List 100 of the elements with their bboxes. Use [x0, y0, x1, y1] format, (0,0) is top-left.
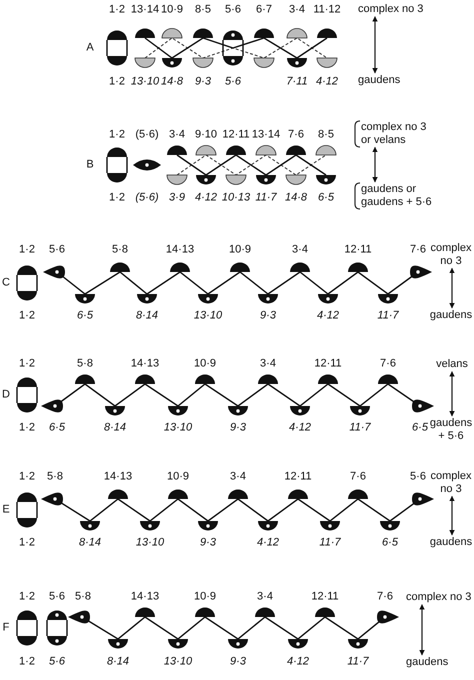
- chromosome-label: 4·12: [286, 656, 310, 668]
- chromosome-label: 7·6: [380, 358, 396, 370]
- complex-name: complex no 3: [428, 242, 474, 268]
- row-letter: E: [2, 504, 10, 516]
- chromosome-label: 5·8: [77, 358, 93, 370]
- chromosome-label: 11·7: [347, 656, 369, 668]
- chromosome-label: 5·6: [49, 656, 65, 668]
- chromosome-label: 11·7: [377, 310, 399, 322]
- row-letter: D: [2, 390, 10, 400]
- chromosome-label: 11·12: [313, 4, 341, 16]
- chromosome-label: 12·11: [311, 592, 339, 602]
- complex-name: gaudens: [358, 74, 418, 87]
- chromosome-label: 3·4: [257, 592, 273, 602]
- chromosome-label: 10·9: [166, 472, 190, 482]
- chromosome-label: 9·3: [195, 76, 211, 88]
- chromosome-label: 7·6: [288, 130, 304, 140]
- chromosome-label: 14·13: [104, 472, 132, 482]
- chromosome-label: 14·13: [130, 592, 160, 602]
- complex-name: gaudens or gaudens + 5·6: [361, 183, 436, 208]
- chromosome-label: 6·5: [412, 422, 428, 434]
- chromosome-label: 13·14: [130, 4, 160, 16]
- complex-name: gaudens: [428, 536, 474, 549]
- row-letter: A: [86, 42, 94, 54]
- chromosome-label: 8·5: [318, 130, 334, 140]
- chromosome-label: 1·2: [19, 472, 35, 482]
- chromosome-label: 5·8: [112, 244, 128, 256]
- chromosome-label: 5·6: [410, 472, 426, 482]
- row-letter: B: [86, 160, 94, 170]
- row-letter: C: [2, 278, 10, 288]
- chromosome-label: 13·10: [164, 656, 192, 668]
- chromosome-label: 7·6: [377, 592, 393, 602]
- chromosome-label: 12·11: [314, 358, 342, 370]
- chromosome-label: 10·13: [222, 192, 250, 204]
- chromosome-label: 4·12: [194, 192, 218, 204]
- complex-name: velans: [430, 358, 474, 371]
- chromosome-label: 5·6: [49, 592, 65, 602]
- chromosome-label: 9·3: [260, 310, 276, 322]
- chromosome-label: 14·8: [284, 192, 308, 204]
- chromosome-label: 4·12: [256, 538, 280, 548]
- double-arrow: [419, 604, 425, 656]
- chromosome-label: 10·9: [228, 244, 252, 256]
- chromosome-label: 9·3: [200, 538, 216, 548]
- chromosome-label: 3·4: [289, 4, 305, 16]
- chromosome-label: 1·2: [19, 538, 35, 548]
- chromosome-label: 4·12: [316, 310, 340, 322]
- chromosome-label: 3·4: [292, 244, 308, 256]
- chromosome-label: 7·6: [350, 472, 366, 482]
- chromosome-label: 8·5: [195, 4, 211, 16]
- chromosome-label: 1·2: [19, 422, 35, 434]
- complex-name: gaudens: [428, 309, 474, 322]
- chromosome-label: 1·2: [19, 310, 35, 322]
- double-arrow: [449, 371, 455, 417]
- chromosome-label: 13·10: [136, 538, 164, 548]
- chromosome-label: 6·5: [382, 538, 398, 548]
- chromosome-label: 3·9: [169, 192, 185, 204]
- complex-name: complex no 3: [428, 470, 474, 496]
- double-arrow: [372, 146, 378, 183]
- chromosome-label: 12·11: [222, 130, 250, 140]
- chromosome-label: 13·10: [194, 310, 222, 322]
- chromosome-label: 13·10: [164, 422, 192, 434]
- chromosome-label: (5·6): [135, 130, 159, 140]
- chromosome-label: 12·11: [344, 244, 372, 256]
- chromosome-label: 1·2: [109, 4, 125, 16]
- chromosome-label: 13·10: [130, 76, 160, 88]
- complex-name: gaudens + 5·6: [428, 417, 474, 442]
- chromosome-label: 11·7: [349, 422, 371, 434]
- chromosome-label: 9·10: [194, 130, 218, 140]
- chromosome-label: 5·8: [75, 592, 91, 602]
- chromosome-label: 6·5: [49, 422, 65, 434]
- double-arrow: [449, 268, 455, 309]
- chromosome-label: 4·12: [316, 76, 338, 88]
- chromosome-label: 5·6: [49, 244, 65, 256]
- chromosome-label: 3·4: [230, 472, 246, 482]
- chromosome-label: 1·2: [109, 76, 125, 88]
- double-arrow: [372, 16, 378, 74]
- chromosome-label: 6·5: [318, 192, 334, 204]
- chromosome-label: 1·2: [19, 656, 35, 668]
- chromosome-label: 1·2: [19, 244, 35, 256]
- chromosome-label: 1·2: [19, 592, 35, 602]
- chromosome-label: 3·4: [260, 358, 276, 370]
- chromosome-label: 14·13: [166, 244, 194, 256]
- chromosome-label: 3·4: [169, 130, 185, 140]
- chromosome-label: 8·14: [104, 422, 126, 434]
- chromosome-label: 13·14: [252, 130, 280, 140]
- chromosome-label: 7·6: [410, 244, 426, 256]
- complex-name: complex no 3: [358, 3, 438, 16]
- chromosome-label: 5·6: [225, 76, 241, 88]
- chromosome-label: 5·6: [225, 4, 241, 16]
- chromosome-label: 14·13: [130, 358, 160, 370]
- chromosome-label: 1·2: [19, 358, 35, 370]
- complex-name: complex no 3: [406, 591, 474, 604]
- chromosome-label: 9·3: [230, 656, 246, 668]
- chromosome-label: 6·7: [256, 4, 272, 16]
- chromosome-label: 11·7: [319, 538, 341, 548]
- chromosome-label: 1·2: [109, 192, 125, 204]
- chromosome-label: 4·12: [288, 422, 312, 434]
- chromosome-label: 10·9: [194, 358, 216, 370]
- chromosome-label: 7·11: [286, 76, 308, 88]
- chromosome-label: 12·11: [284, 472, 312, 482]
- chromosome-label: 6·5: [77, 310, 93, 322]
